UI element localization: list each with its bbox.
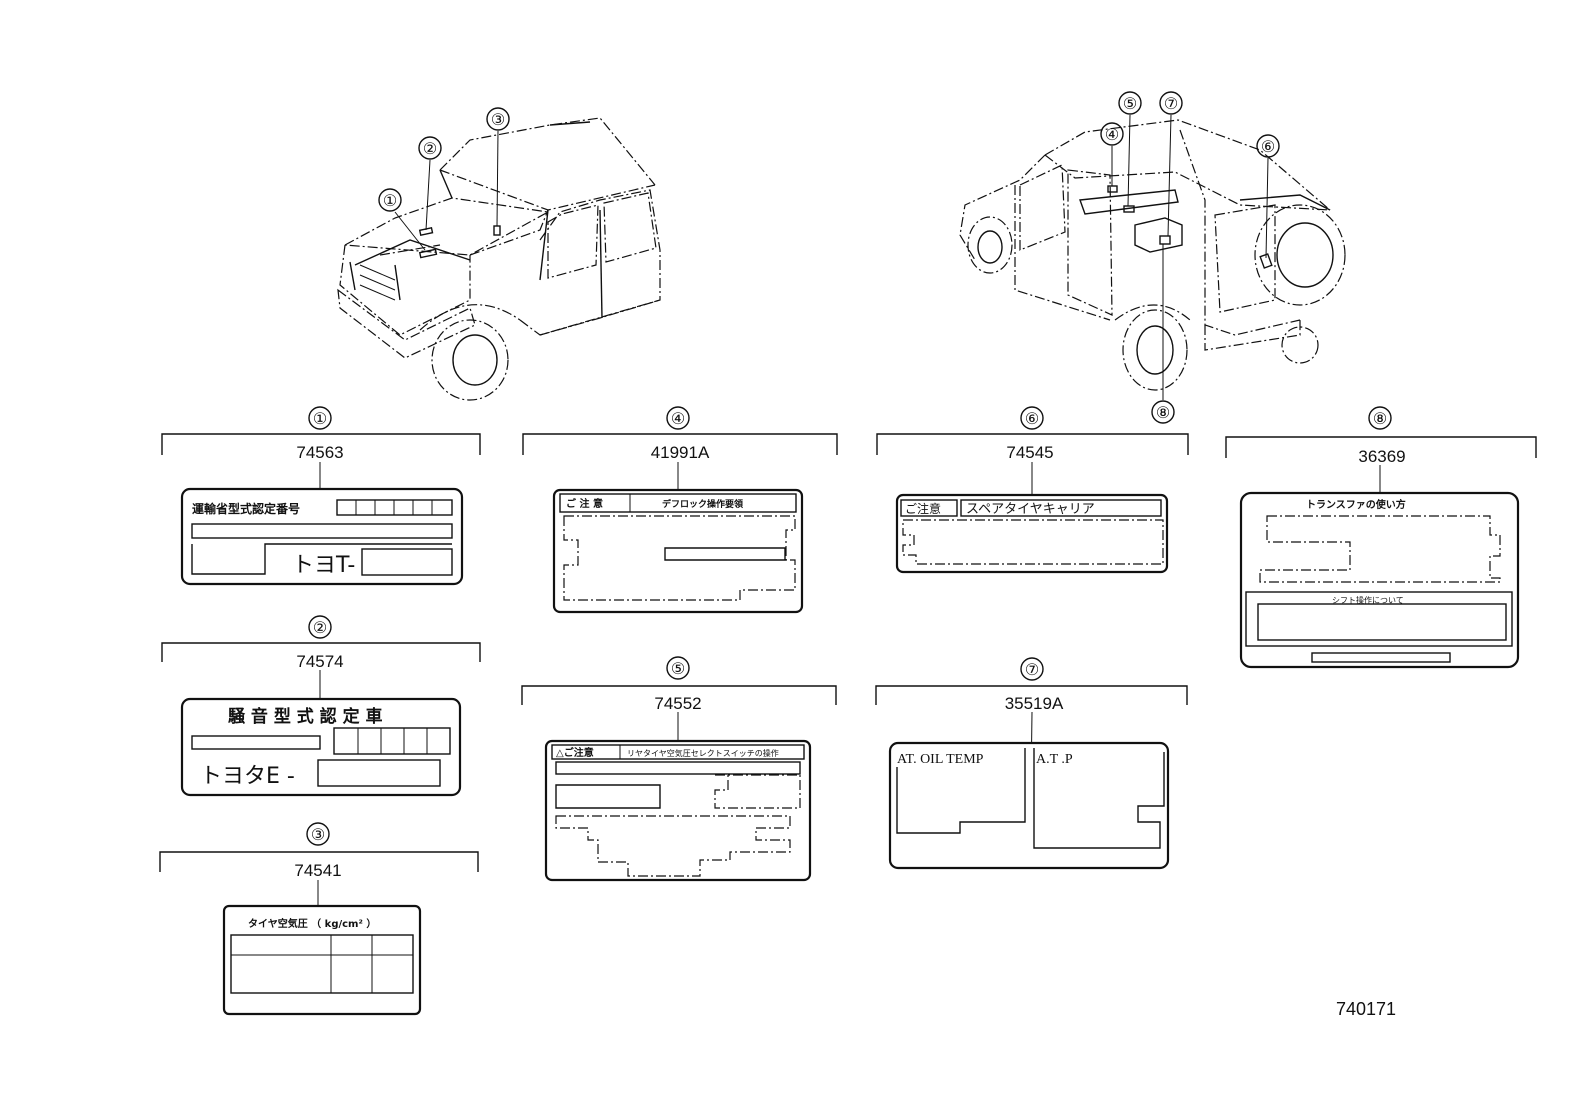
rear-callout-5: ⑤ — [1123, 96, 1137, 113]
part-1-label-text: トヨT- — [292, 553, 355, 578]
part-6-group — [876, 406, 1189, 574]
part-2-label-title: 騒 音 型 式 認 定 車 — [228, 706, 383, 727]
rear-callout-8: ⑧ — [1156, 405, 1170, 422]
part-7-label-right: A.T .P — [1036, 752, 1073, 767]
vehicle-rear-view — [959, 91, 1346, 424]
figure-id: 740171 — [1336, 999, 1396, 1019]
part-4-callout: ④ — [671, 411, 685, 428]
part-2-group — [161, 615, 481, 797]
part-8-callout: ⑧ — [1373, 411, 1387, 428]
part-4-number: 41991A — [651, 443, 710, 462]
part-7-callout: ⑦ — [1025, 662, 1039, 679]
part-3-number: 74541 — [294, 861, 341, 880]
part-5-callout: ⑤ — [671, 661, 685, 678]
part-3-label-title: タイヤ空気圧 （ kg/cm² ） — [248, 917, 376, 930]
part-8-group — [1225, 406, 1537, 669]
part-6-label-caution: ご注意 — [905, 501, 941, 516]
part-2-number: 74574 — [296, 652, 343, 671]
part-3-callout: ③ — [311, 827, 325, 844]
part-5-label-caution: △ご注意 — [556, 746, 594, 759]
part-6-callout: ⑥ — [1025, 411, 1039, 428]
front-callout-3: ③ — [491, 112, 505, 129]
part-8-label-sub: シフト操作について — [1332, 595, 1404, 605]
part-4-label-title: デフロック操作要領 — [662, 498, 744, 510]
rear-callout-4: ④ — [1105, 127, 1119, 144]
part-5-label-title: リヤタイヤ空気圧セレクトスイッチの操作 — [627, 748, 779, 758]
part-2-label-text: トヨタE - — [200, 764, 295, 789]
part-4-label-caution: ご 注 意 — [566, 497, 603, 510]
part-4-group — [522, 406, 838, 614]
part-1-callout: ① — [313, 411, 327, 428]
part-1-label-title: 運輸省型式認定番号 — [192, 501, 300, 516]
part-8-label-title: トランスファの使い方 — [1306, 498, 1406, 511]
part-6-label-title: スペアタイヤキャリア — [966, 502, 1095, 517]
part-6-number: 74545 — [1006, 443, 1053, 462]
part-7-number: 35519A — [1005, 694, 1064, 713]
part-5-group — [521, 656, 837, 882]
part-5-number: 74552 — [654, 694, 701, 713]
front-callout-2: ② — [423, 141, 437, 158]
front-callout-1: ① — [383, 193, 397, 210]
part-7-group — [875, 657, 1188, 870]
part-1-number: 74563 — [296, 443, 343, 462]
part-7-label-left: AT. OIL TEMP — [897, 752, 984, 767]
part-1-group — [161, 406, 481, 586]
rear-callout-6: ⑥ — [1261, 139, 1275, 156]
part-3-group — [159, 822, 479, 1016]
rear-callout-7: ⑦ — [1164, 96, 1178, 113]
vehicle-front-view — [337, 107, 661, 401]
part-8-number: 36369 — [1358, 447, 1405, 466]
part-2-callout: ② — [313, 620, 327, 637]
